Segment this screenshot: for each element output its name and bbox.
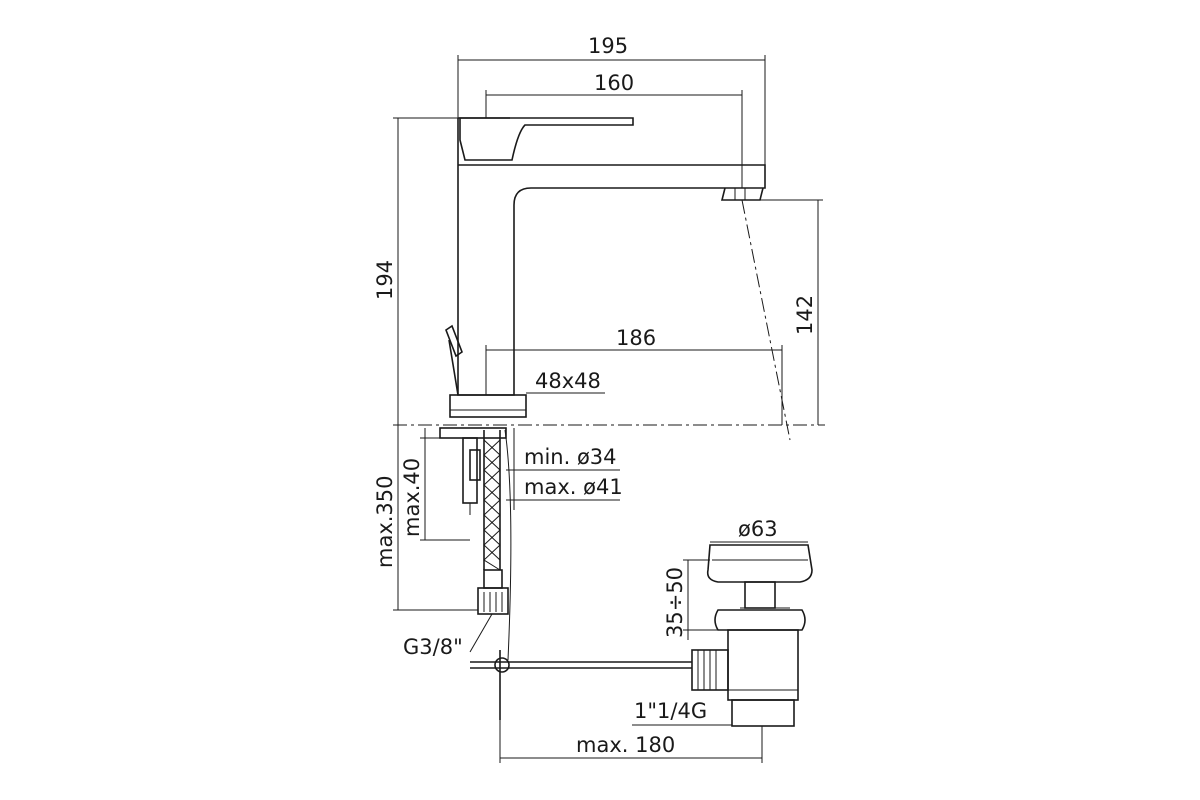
- label-max-180: max. 180: [576, 733, 675, 757]
- label-186: 186: [616, 326, 656, 350]
- label-1-1-4g: 1"1/4G: [634, 699, 707, 723]
- label-195: 195: [588, 34, 628, 58]
- faucet-body: [445, 117, 766, 418]
- faucet-dimensions: [393, 55, 825, 441]
- label-max-40: max.40: [400, 458, 424, 537]
- label-48x48: 48x48: [535, 369, 601, 393]
- label-194: 194: [373, 260, 397, 300]
- label-35-50: 35÷50: [663, 567, 687, 638]
- mounting-hardware: [393, 425, 620, 661]
- popup-waste: [470, 541, 813, 763]
- label-g3-8: G3/8": [403, 635, 463, 659]
- label-160: 160: [594, 71, 634, 95]
- label-max-350: max.350: [373, 475, 397, 568]
- label-max-41: max. ø41: [524, 475, 623, 499]
- dimension-labels: 195 160 194 142 186 48x48 min. ø34 max. …: [373, 34, 817, 757]
- label-63: ø63: [738, 517, 778, 541]
- label-142: 142: [793, 295, 817, 335]
- label-min-34: min. ø34: [524, 445, 617, 469]
